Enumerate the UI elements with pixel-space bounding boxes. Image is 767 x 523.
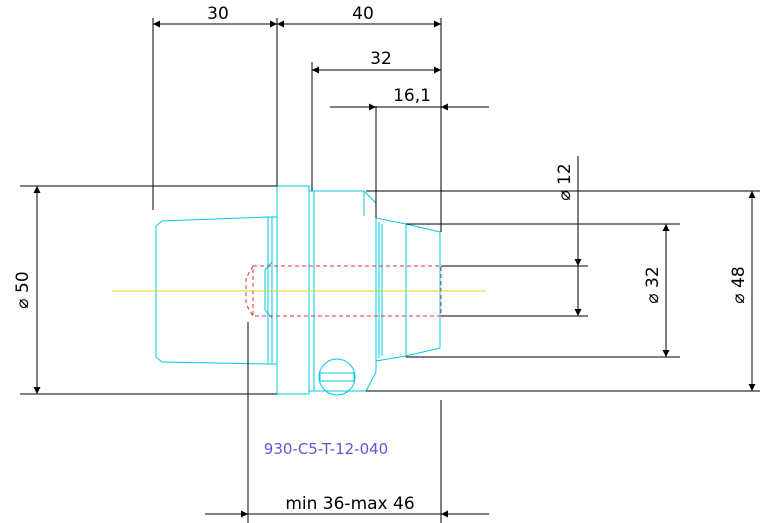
dim-16-1-label: 16,1 bbox=[393, 86, 431, 106]
dim-dia48-label: ⌀ 48 bbox=[729, 266, 749, 303]
tool-holder-outline bbox=[155, 185, 441, 396]
flange bbox=[276, 185, 310, 395]
dim-dia12-label: ⌀ 12 bbox=[555, 163, 575, 200]
dim-30-label: 30 bbox=[207, 4, 229, 24]
dim-40-label: 40 bbox=[352, 4, 374, 24]
set-screw-slot bbox=[319, 372, 355, 382]
set-screw bbox=[318, 358, 356, 396]
dim-depth-label: min 36-max 46 bbox=[285, 494, 414, 514]
flange-groove bbox=[264, 260, 273, 320]
part-number-label: 930-C5-T-12-040 bbox=[264, 440, 388, 458]
clamp-nut bbox=[375, 217, 441, 362]
dim-dia32-label: ⌀ 32 bbox=[643, 266, 663, 303]
dimension-lines bbox=[20, 18, 760, 523]
dim-32-label: 32 bbox=[370, 49, 392, 69]
dim-dia50-label: ⌀ 50 bbox=[13, 271, 33, 308]
